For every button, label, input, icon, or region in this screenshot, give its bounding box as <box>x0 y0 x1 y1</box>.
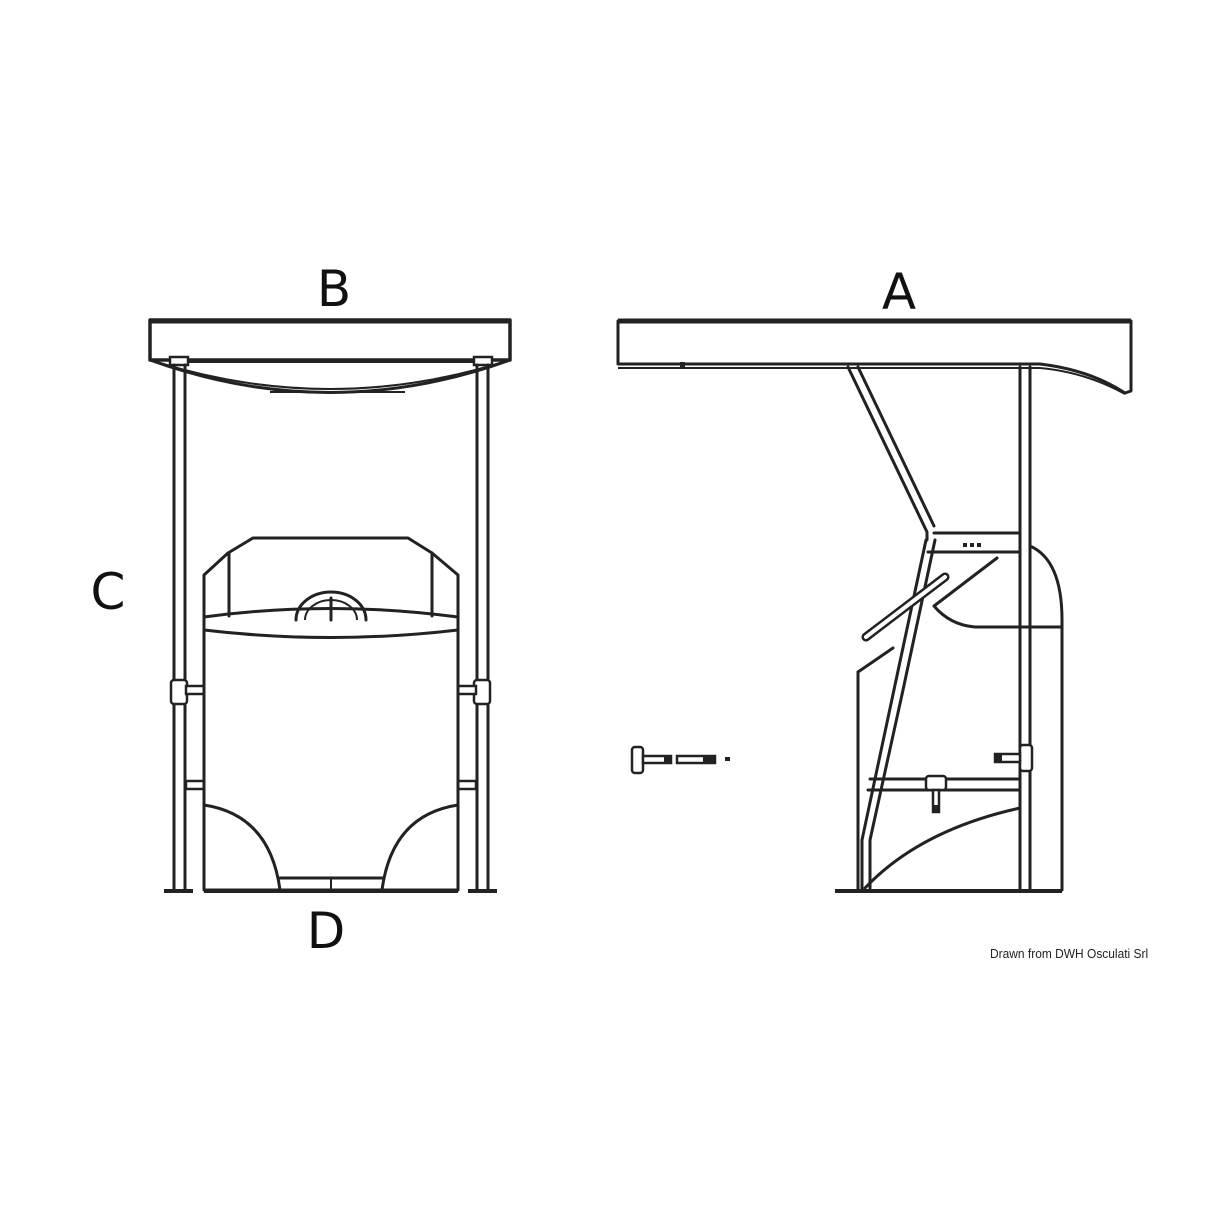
side-front-strut <box>846 365 937 892</box>
dimension-label-d: D <box>306 902 346 960</box>
dimension-label-a: A <box>881 263 917 321</box>
dimension-label-c: C <box>90 563 126 621</box>
drawing-credit: Drawn from DWH Osculati Srl <box>990 946 1149 961</box>
front-canopy <box>148 318 512 394</box>
label-dots <box>963 543 981 547</box>
side-view <box>616 318 1133 893</box>
front-right-pole <box>456 363 497 893</box>
side-canopy <box>616 318 1133 395</box>
t-knob-bolt-fastener <box>630 745 730 775</box>
front-console <box>202 536 460 893</box>
front-view <box>148 318 512 893</box>
dimension-label-b: B <box>316 260 352 318</box>
front-left-pole <box>164 363 206 893</box>
side-frame-box <box>926 531 1022 554</box>
side-console <box>835 544 1064 893</box>
